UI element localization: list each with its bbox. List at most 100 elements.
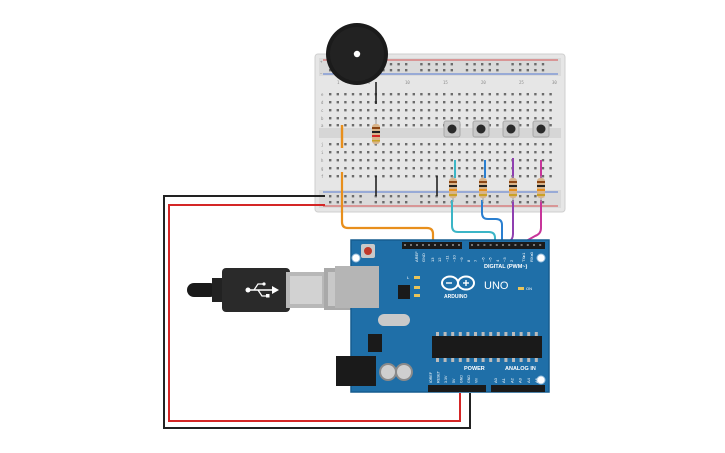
- breadboard-hole[interactable]: [344, 117, 347, 120]
- breadboard-hole[interactable]: [526, 101, 529, 104]
- breadboard-hole[interactable]: [465, 167, 469, 170]
- breadboard-hole[interactable]: [511, 117, 514, 120]
- breadboard-hole[interactable]: [481, 167, 484, 170]
- rail-hole[interactable]: [541, 63, 545, 66]
- breadboard-hole[interactable]: [549, 167, 552, 170]
- rail-hole[interactable]: [488, 63, 491, 66]
- breadboard-hole[interactable]: [526, 109, 529, 112]
- rail-hole[interactable]: [465, 63, 469, 66]
- breadboard-hole[interactable]: [473, 151, 476, 154]
- breadboard-hole[interactable]: [443, 143, 446, 146]
- wires[interactable]: [163, 82, 542, 429]
- breadboard-hole[interactable]: [503, 143, 507, 146]
- breadboard-hole[interactable]: [443, 159, 446, 162]
- breadboard-hole[interactable]: [458, 143, 461, 146]
- breadboard-hole[interactable]: [367, 175, 370, 178]
- breadboard-hole[interactable]: [412, 93, 415, 96]
- rail-hole[interactable]: [359, 201, 362, 204]
- breadboard-hole[interactable]: [367, 124, 370, 127]
- breadboard-hole[interactable]: [473, 109, 476, 112]
- breadboard-hole[interactable]: [511, 93, 514, 96]
- breadboard-hole[interactable]: [336, 143, 339, 146]
- breadboard-hole[interactable]: [450, 109, 453, 112]
- breadboard-hole[interactable]: [405, 117, 408, 120]
- breadboard-hole[interactable]: [344, 109, 347, 112]
- rail-hole[interactable]: [519, 195, 522, 198]
- breadboard-hole[interactable]: [496, 151, 499, 154]
- breadboard-hole[interactable]: [405, 124, 408, 127]
- breadboard-hole[interactable]: [549, 151, 552, 154]
- breadboard-hole[interactable]: [450, 93, 453, 96]
- rail-hole[interactable]: [344, 201, 347, 204]
- breadboard-hole[interactable]: [473, 117, 476, 120]
- breadboard-hole[interactable]: [374, 117, 377, 120]
- breadboard-hole[interactable]: [481, 109, 484, 112]
- resistor-icon[interactable]: [537, 176, 545, 202]
- header-pin[interactable]: [452, 244, 454, 246]
- rail-hole[interactable]: [374, 195, 377, 198]
- breadboard-hole[interactable]: [496, 167, 499, 170]
- breadboard-hole[interactable]: [526, 151, 529, 154]
- breadboard-hole[interactable]: [389, 143, 393, 146]
- breadboard-hole[interactable]: [465, 124, 469, 127]
- breadboard-hole[interactable]: [412, 124, 415, 127]
- breadboard-hole[interactable]: [351, 109, 355, 112]
- breadboard-hole[interactable]: [450, 143, 453, 146]
- breadboard-hole[interactable]: [435, 159, 438, 162]
- breadboard-hole[interactable]: [397, 151, 400, 154]
- rail-hole[interactable]: [351, 195, 355, 198]
- breadboard-hole[interactable]: [534, 93, 537, 96]
- breadboard-hole[interactable]: [503, 175, 507, 178]
- breadboard-hole[interactable]: [496, 124, 499, 127]
- pushbutton-icon[interactable]: [502, 120, 520, 138]
- breadboard-hole[interactable]: [412, 101, 415, 104]
- breadboard-hole[interactable]: [481, 159, 484, 162]
- breadboard-hole[interactable]: [534, 167, 537, 170]
- breadboard-hole[interactable]: [412, 143, 415, 146]
- rail-hole[interactable]: [427, 69, 431, 72]
- breadboard-hole[interactable]: [450, 167, 453, 170]
- breadboard-hole[interactable]: [427, 167, 431, 170]
- breadboard-hole[interactable]: [541, 143, 545, 146]
- breadboard-hole[interactable]: [541, 175, 545, 178]
- breadboard-hole[interactable]: [389, 167, 393, 170]
- breadboard-hole[interactable]: [374, 167, 377, 170]
- breadboard-hole[interactable]: [420, 109, 423, 112]
- rail-hole[interactable]: [336, 195, 339, 198]
- breadboard-hole[interactable]: [503, 93, 507, 96]
- rail-hole[interactable]: [481, 63, 484, 66]
- breadboard-hole[interactable]: [503, 101, 507, 104]
- breadboard-hole[interactable]: [329, 93, 332, 96]
- breadboard-hole[interactable]: [336, 175, 339, 178]
- breadboard-hole[interactable]: [465, 175, 469, 178]
- header-pin[interactable]: [489, 244, 492, 246]
- breadboard-hole[interactable]: [488, 143, 491, 146]
- breadboard-hole[interactable]: [374, 159, 377, 162]
- breadboard-hole[interactable]: [382, 124, 385, 127]
- breadboard-hole[interactable]: [465, 151, 469, 154]
- breadboard-hole[interactable]: [382, 151, 385, 154]
- terminal-strip-bottom[interactable]: [329, 143, 552, 178]
- header-pin[interactable]: [508, 244, 511, 246]
- rail-hole[interactable]: [526, 195, 529, 198]
- breadboard-hole[interactable]: [397, 109, 400, 112]
- rail-hole[interactable]: [405, 63, 408, 66]
- rail-hole[interactable]: [473, 201, 476, 204]
- breadboard-hole[interactable]: [389, 124, 393, 127]
- header-pin[interactable]: [440, 244, 442, 246]
- breadboard-hole[interactable]: [389, 109, 393, 112]
- breadboard-hole[interactable]: [443, 109, 446, 112]
- rail-hole[interactable]: [465, 195, 469, 198]
- rail-hole[interactable]: [534, 201, 537, 204]
- breadboard-hole[interactable]: [412, 167, 415, 170]
- breadboard-hole[interactable]: [397, 159, 400, 162]
- rail-hole[interactable]: [488, 201, 491, 204]
- rail-hole[interactable]: [420, 201, 423, 204]
- breadboard-hole[interactable]: [382, 143, 385, 146]
- breadboard-hole[interactable]: [412, 175, 415, 178]
- breadboard-hole[interactable]: [329, 151, 332, 154]
- breadboard-hole[interactable]: [420, 117, 423, 120]
- header-pin[interactable]: [446, 244, 448, 246]
- breadboard-hole[interactable]: [336, 124, 339, 127]
